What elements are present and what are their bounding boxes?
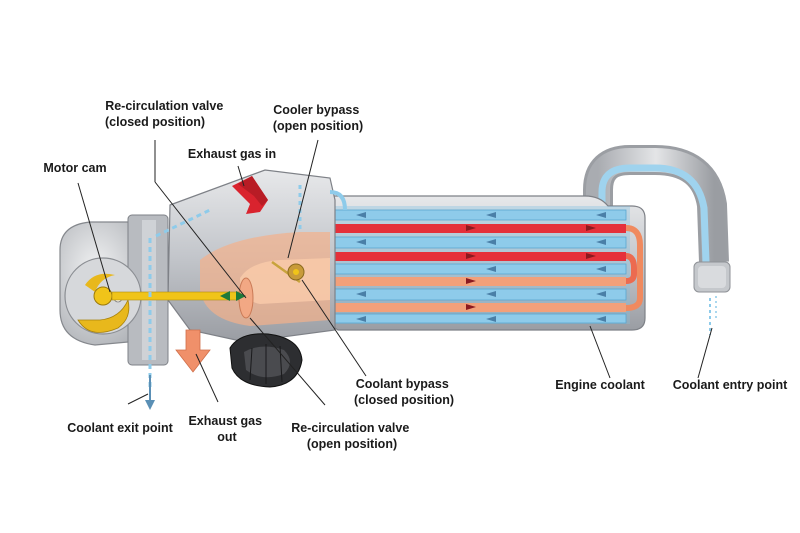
exhaust-tube-hot <box>332 224 626 233</box>
coolant-tube <box>331 313 627 324</box>
cooler-bypass-open-label: Cooler bypass (open position) <box>273 103 363 133</box>
coolant-entry-point-label: Coolant entry point <box>673 378 788 392</box>
exhaust-out-line2: out <box>217 430 237 444</box>
coolant-exit-drip <box>145 375 155 410</box>
recirc-valve-open-line2: (open position) <box>307 437 397 451</box>
exhaust-flow-arrows <box>466 225 596 310</box>
exhaust-out-line1: Exhaust gas <box>188 414 262 428</box>
exhaust-gas-out-arrow <box>175 329 211 373</box>
recirc-valve-closed-line2: (closed position) <box>105 115 205 129</box>
coolant-bypass-line1: Coolant bypass <box>356 377 449 391</box>
coolant-bypass-closed-label: Coolant bypass (closed position) <box>354 377 454 407</box>
coolant-bypass-line2: (closed position) <box>354 393 454 407</box>
coolant-tube <box>331 209 627 221</box>
exhaust-gas-out-label: Exhaust gas out <box>188 414 265 444</box>
recirc-valve-closed-line1: Re-circulation valve <box>105 99 223 113</box>
recirc-valve-open-label: Re-circulation valve (open position) <box>291 421 413 451</box>
cooler-bypass-flap <box>271 260 305 284</box>
coolant-entry-drip <box>709 296 717 335</box>
exhaust-tube-hot <box>332 252 626 261</box>
coolant-tube <box>331 288 627 301</box>
coolant-tube <box>331 236 627 249</box>
engine-coolant-label: Engine coolant <box>555 378 645 392</box>
cooler-bypass-line1: Cooler bypass <box>273 103 359 117</box>
exhaust-tube-cool <box>332 277 626 286</box>
outlet-flange <box>229 333 303 388</box>
exhaust-gas-in-arrow <box>232 176 268 214</box>
cooler-bypass-line2: (open position) <box>273 119 363 133</box>
coolant-flow-arrows <box>356 212 606 322</box>
coolant-exit-point-label: Coolant exit point <box>67 421 173 435</box>
cooler-tubes <box>331 209 643 324</box>
motor-cam-label: Motor cam <box>43 161 106 175</box>
recirc-valve-open-line1: Re-circulation valve <box>291 421 409 435</box>
coolant-tube <box>331 263 627 275</box>
exhaust-tube-cool <box>332 303 626 312</box>
recirc-valve-closed-label: Re-circulation valve (closed position) <box>105 99 227 129</box>
coolant-channel-dashed <box>148 208 211 390</box>
exhaust-gas-in-label: Exhaust gas in <box>188 147 276 161</box>
motor-cam <box>64 257 142 335</box>
coolant-entry-pipe <box>583 145 731 293</box>
leader-lines <box>77 139 713 406</box>
